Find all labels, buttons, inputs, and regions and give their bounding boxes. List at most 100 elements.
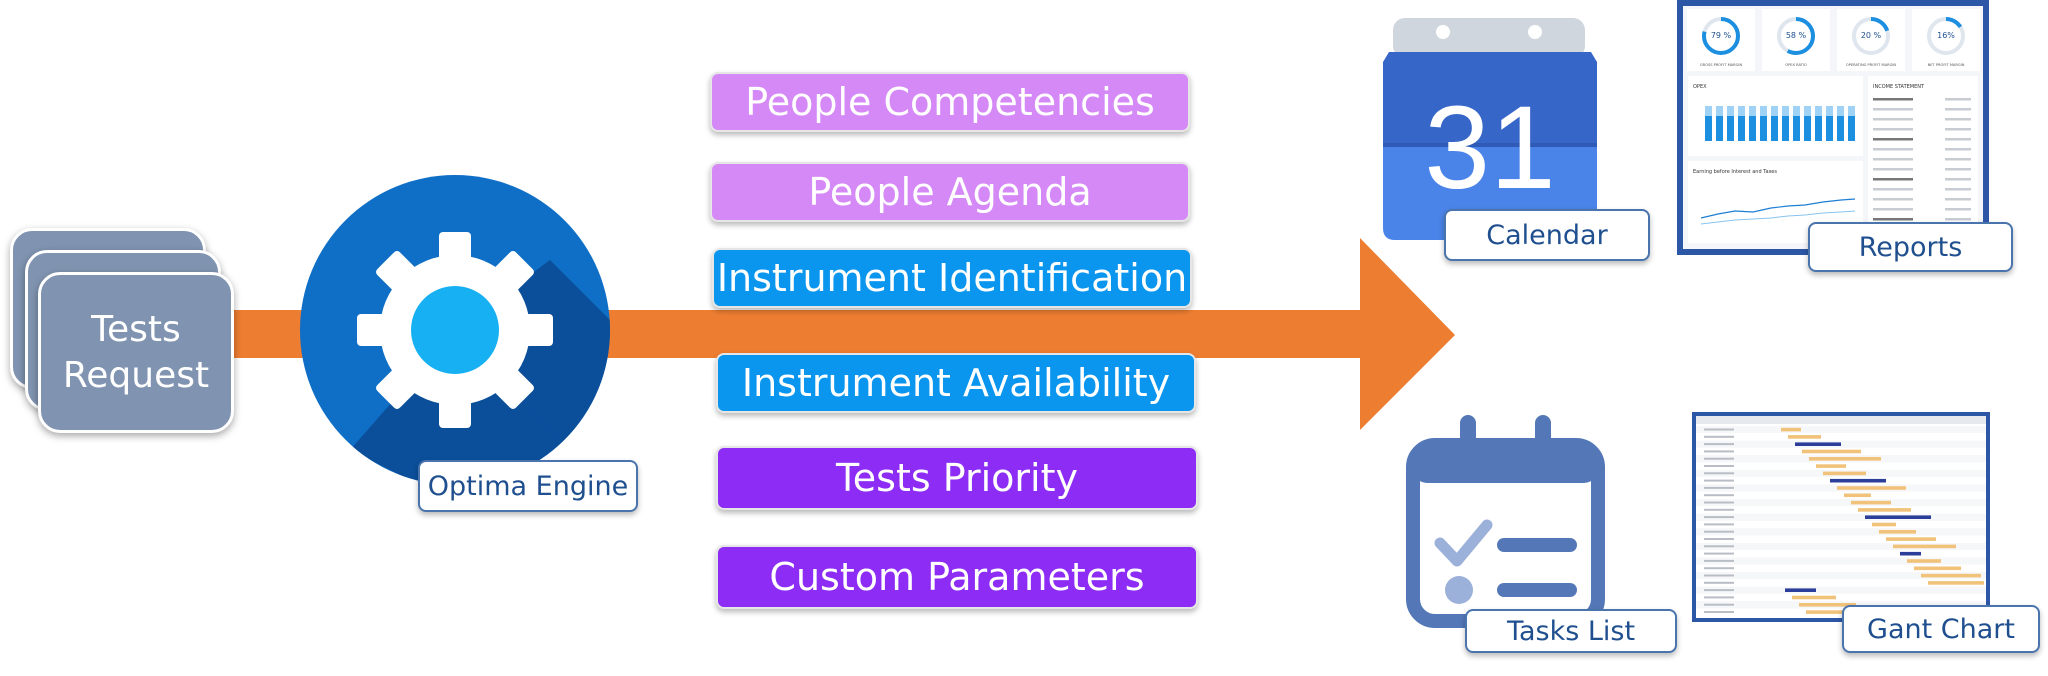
opex-bar bbox=[1749, 116, 1756, 141]
gantt-task-name bbox=[1704, 559, 1734, 562]
gantt-row bbox=[1696, 528, 1986, 536]
gantt-row bbox=[1696, 550, 1986, 558]
gauge-caption: NET PROFIT MARGIN bbox=[1928, 63, 1965, 67]
gantt-row bbox=[1696, 491, 1986, 499]
gauge-value: 16% bbox=[1937, 31, 1955, 40]
gantt-row bbox=[1696, 520, 1986, 529]
income-value bbox=[1945, 138, 1971, 141]
calendar-day: 31 bbox=[1424, 82, 1555, 214]
process-label: People Agenda bbox=[808, 170, 1092, 214]
process-label: Instrument Identification bbox=[716, 256, 1188, 300]
gantt-bar bbox=[1921, 573, 1981, 578]
gantt-task-name bbox=[1704, 538, 1734, 540]
gantt-row bbox=[1696, 572, 1986, 580]
gantt-bar bbox=[1886, 537, 1936, 541]
income-row bbox=[1873, 158, 1913, 161]
gantt-bar bbox=[1795, 442, 1841, 446]
gantt-bar bbox=[1806, 610, 1876, 614]
tasks-list-label[interactable]: Tasks List bbox=[1465, 609, 1677, 653]
process-custom-parameters[interactable]: Custom Parameters bbox=[716, 545, 1198, 609]
report-gauge: 58 %OPEX RATIO bbox=[1762, 9, 1830, 71]
tasks-list-label-text: Tasks List bbox=[1506, 615, 1636, 647]
gantt-bar bbox=[1792, 595, 1836, 600]
gantt-row bbox=[1696, 499, 1986, 507]
gantt-row bbox=[1696, 586, 1986, 594]
gantt-row bbox=[1696, 513, 1986, 521]
gantt-task-name bbox=[1704, 508, 1734, 511]
gantt-bar bbox=[1900, 551, 1921, 556]
opex-bar bbox=[1837, 116, 1844, 141]
tests-request-label-line1: Tests bbox=[91, 308, 181, 350]
gantt-bar bbox=[1823, 471, 1866, 476]
gantt-task-name bbox=[1704, 603, 1734, 606]
income-value bbox=[1945, 98, 1971, 101]
gantt-bar bbox=[1844, 493, 1871, 498]
gantt-row bbox=[1696, 535, 1986, 543]
reports-label[interactable]: Reports bbox=[1808, 222, 2013, 272]
gantt-bar bbox=[1851, 500, 1891, 505]
gantt-task-name bbox=[1704, 567, 1734, 570]
gantt-task-name bbox=[1704, 465, 1734, 467]
gantt-bar bbox=[1781, 427, 1801, 432]
income-value bbox=[1945, 128, 1971, 131]
gantt-bar bbox=[1907, 559, 1941, 563]
gauge-value: 20 % bbox=[1861, 31, 1882, 40]
income-row bbox=[1873, 148, 1913, 151]
income-row bbox=[1873, 178, 1913, 181]
panel-earning-title: Earning before Interest and Taxes bbox=[1693, 169, 1777, 175]
gantt-task-name bbox=[1704, 552, 1734, 555]
gantt-bar bbox=[1785, 588, 1816, 592]
income-row bbox=[1873, 108, 1913, 111]
gantt-task-name bbox=[1704, 472, 1734, 475]
income-value bbox=[1945, 168, 1971, 171]
income-row bbox=[1873, 198, 1913, 201]
gantt-task-name bbox=[1704, 581, 1734, 584]
optima-engine-text: Optima Engine bbox=[427, 470, 629, 502]
gantt-task-name bbox=[1704, 428, 1734, 431]
report-gauge: 16% NET PROFIT MARGIN bbox=[1912, 9, 1980, 71]
income-value bbox=[1945, 208, 1971, 211]
gantt-bar bbox=[1799, 603, 1856, 607]
income-row bbox=[1873, 188, 1913, 191]
process-instrument-availability[interactable]: Instrument Availability bbox=[716, 353, 1196, 413]
gantt-task-name bbox=[1704, 486, 1734, 489]
gantt-task-name bbox=[1704, 516, 1734, 519]
gantt-bar bbox=[1858, 508, 1911, 512]
gantt-task-name bbox=[1704, 574, 1734, 577]
gantt-row bbox=[1696, 542, 1986, 551]
income-row bbox=[1873, 118, 1913, 121]
income-value bbox=[1945, 108, 1971, 111]
process-people-competencies[interactable]: People Competencies bbox=[710, 72, 1190, 132]
opex-bar bbox=[1804, 116, 1811, 141]
tasks-list-icon bbox=[1406, 415, 1605, 628]
opex-bar bbox=[1848, 116, 1855, 141]
report-gauge: 20 % OPERATING PROFIT MARGIN bbox=[1837, 9, 1905, 71]
report-gauge: 79 %GROSS PROFIT MARGIN bbox=[1687, 9, 1755, 71]
calendar-icon: 31 bbox=[1383, 18, 1597, 240]
gantt-task-name bbox=[1704, 457, 1734, 460]
calendar-label[interactable]: Calendar bbox=[1444, 209, 1650, 261]
gantt-chart-label-text: Gant Chart bbox=[1867, 613, 2015, 645]
opex-bar bbox=[1727, 116, 1734, 141]
optima-engine-label[interactable]: Optima Engine bbox=[418, 460, 638, 512]
income-row bbox=[1873, 218, 1913, 221]
gantt-row bbox=[1696, 433, 1986, 441]
gantt-task-name bbox=[1704, 443, 1734, 446]
process-tests-priority[interactable]: Tests Priority bbox=[716, 446, 1198, 510]
gantt-row bbox=[1696, 579, 1986, 587]
process-label: Tests Priority bbox=[836, 456, 1078, 500]
gantt-thumbnail[interactable] bbox=[1692, 412, 1990, 622]
gantt-chart-label[interactable]: Gant Chart bbox=[1842, 605, 2040, 653]
income-row bbox=[1873, 98, 1913, 101]
tests-request-card[interactable]: Tests Request bbox=[38, 272, 234, 433]
gauge-caption: OPERATING PROFIT MARGIN bbox=[1846, 63, 1897, 67]
process-people-agenda[interactable]: People Agenda bbox=[710, 162, 1190, 222]
income-row bbox=[1873, 168, 1913, 171]
process-label: People Competencies bbox=[745, 80, 1155, 124]
income-value bbox=[1945, 118, 1971, 121]
process-instrument-identification[interactable]: Instrument Identification bbox=[712, 248, 1192, 308]
gantt-task-name bbox=[1704, 589, 1734, 592]
gantt-row bbox=[1696, 506, 1986, 514]
